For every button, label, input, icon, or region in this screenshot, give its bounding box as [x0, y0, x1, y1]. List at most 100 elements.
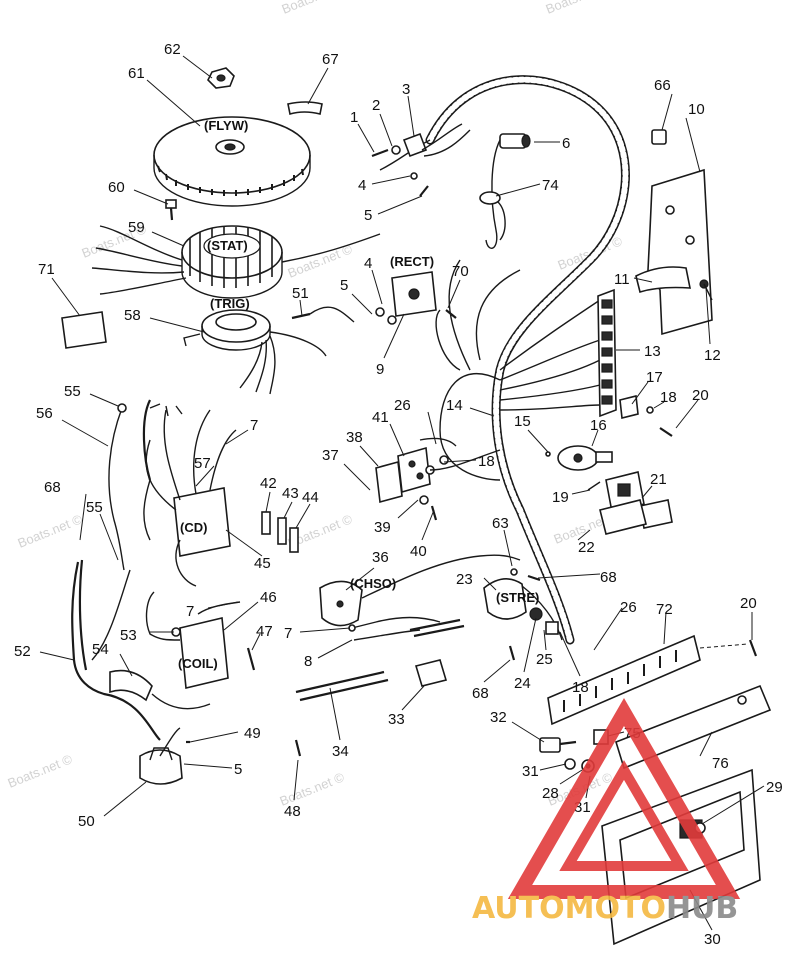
callout: 68: [600, 569, 617, 586]
choke-solenoid: [319, 554, 521, 627]
callout: 62: [164, 41, 181, 58]
flywheel-label: (FLYW): [204, 118, 248, 133]
relay-38: [375, 460, 403, 504]
callout: 2: [372, 97, 380, 114]
callout: 26: [394, 397, 411, 414]
callout: 33: [388, 711, 405, 728]
callout: 41: [372, 409, 389, 426]
callout: 48: [284, 803, 301, 820]
callout: 16: [590, 417, 607, 434]
kill-switch: [485, 133, 531, 249]
callout: 23: [456, 571, 473, 588]
choke-label: (CHSO): [350, 576, 396, 591]
callout: 71: [38, 261, 55, 278]
rectifier: [291, 271, 457, 325]
callout: 9: [376, 361, 384, 378]
callout: 24: [514, 675, 531, 692]
watermark-text: Boats.net ©: [286, 241, 355, 281]
callout: 30: [704, 931, 721, 948]
coil-label: (COIL): [178, 656, 218, 671]
stator-screw: [165, 199, 177, 221]
callout: 21: [650, 471, 667, 488]
wire-pair-34: [294, 670, 389, 757]
callout: 61: [128, 65, 145, 82]
callout: 18: [572, 679, 589, 696]
callout: 5: [364, 207, 372, 224]
callout: 50: [78, 813, 95, 830]
terminal-block-13: [597, 288, 617, 418]
callout: 55: [86, 499, 103, 516]
callout: 67: [322, 51, 339, 68]
callout: 32: [490, 709, 507, 726]
callout: 26: [620, 599, 637, 616]
watermark-text: Boats.net ©: [16, 511, 85, 551]
callout: 13: [644, 343, 661, 360]
starter-label: (STRE): [496, 590, 539, 605]
cd-module: [143, 409, 237, 587]
battery-wire-pair: [409, 618, 465, 638]
callout: 25: [536, 651, 553, 668]
callout: 60: [108, 179, 125, 196]
callout: 1: [350, 109, 358, 126]
spark-plug-boot: [109, 669, 211, 710]
ground-lead-56: [108, 403, 127, 571]
trigger-label: (TRIG): [210, 296, 250, 311]
jumper-wire-7: [348, 616, 441, 641]
callout: 20: [740, 595, 757, 612]
callout: 20: [692, 387, 709, 404]
leader-lines: [39, 55, 765, 931]
stator-wires: [91, 225, 381, 295]
callout: 44: [302, 489, 319, 506]
callout: 18: [660, 389, 677, 406]
callout: 6: [562, 135, 570, 152]
callout: 8: [304, 653, 312, 670]
callout: 31: [522, 763, 539, 780]
callout: 38: [346, 429, 363, 446]
cd-screws: [261, 511, 299, 553]
callout: 66: [654, 77, 671, 94]
callout: 68: [472, 685, 489, 702]
switch-plate: [599, 471, 673, 535]
callout: 39: [374, 519, 391, 536]
watermark-text: Boats.net: [544, 0, 601, 17]
callout: 40: [410, 543, 427, 560]
callout: 5: [234, 761, 242, 778]
ring-terminal: [479, 191, 506, 241]
flywheel-nut: [207, 67, 235, 89]
callout: 46: [260, 589, 277, 606]
stator: [181, 225, 283, 299]
fuse-holder-33: [414, 659, 448, 687]
callout: 59: [128, 219, 145, 236]
cd-module-label: (CD): [180, 520, 207, 535]
rectifier-bracket-group: [371, 123, 471, 197]
callout: 76: [712, 755, 729, 772]
callout: 3: [402, 81, 410, 98]
callout: 14: [446, 397, 463, 414]
callout: 47: [256, 623, 273, 640]
callout: 17: [646, 369, 663, 386]
cd-harness: [142, 399, 183, 481]
callout: 4: [358, 177, 366, 194]
mounting-bracket: [635, 168, 713, 336]
callout: 72: [656, 601, 673, 618]
battery-cable-52: [71, 559, 161, 741]
callout: 5: [340, 277, 348, 294]
callout: 19: [552, 489, 569, 506]
callout: 68: [44, 479, 61, 496]
main-wire-harness: [379, 75, 630, 645]
stator-label: (STAT): [207, 238, 248, 253]
callout: 12: [704, 347, 721, 364]
callout: 49: [244, 725, 261, 742]
flywheel: [153, 116, 311, 207]
key-switch: [545, 445, 613, 471]
component-labels: (FLYW) (STAT) (TRIG) (RECT) (CD) (CHSO) …: [178, 118, 539, 671]
callout: 55: [64, 383, 81, 400]
choke-actuator: [139, 727, 190, 785]
callout: 34: [332, 743, 349, 760]
strip-bracket-76: [615, 684, 772, 770]
brand-hub: HUB: [666, 891, 738, 926]
brand-auto: AUTOMOTO: [472, 891, 666, 926]
callout: 22: [578, 539, 595, 556]
callout: 43: [282, 485, 299, 502]
